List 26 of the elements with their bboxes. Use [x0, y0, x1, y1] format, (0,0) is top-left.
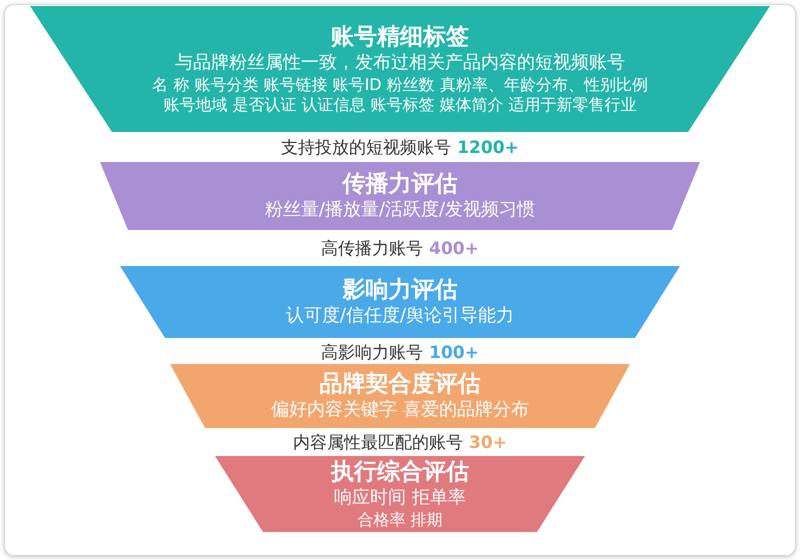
- band-title: 传播力评估: [342, 170, 458, 200]
- funnel-band: [120, 266, 680, 338]
- band-title: 账号精细标签: [331, 23, 469, 52]
- stage-label: 高传播力账号: [321, 238, 424, 260]
- band-subtitle: 偏好内容关键字 喜爱的品牌分布: [271, 399, 529, 422]
- account-count: 100+: [429, 343, 479, 363]
- stage-label: 高影响力账号: [321, 342, 424, 364]
- funnel-band: [170, 364, 630, 428]
- account-count: 400+: [429, 239, 479, 259]
- funnel-band: [30, 6, 770, 132]
- attribute-list: 账号地域 是否认证 认证信息 账号标签 媒体简介 适用于新零售行业: [163, 94, 637, 115]
- band-title: 品牌契合度评估: [320, 370, 480, 400]
- band-subtitle: 响应时间 拒单率: [334, 487, 466, 510]
- funnel-band: [100, 162, 700, 230]
- band-subtitle: 认可度/信任度/舆论引导能力: [286, 305, 514, 328]
- attribute-list: 合格率 排期: [357, 510, 443, 530]
- account-count: 30+: [469, 433, 507, 453]
- funnel-band: [215, 456, 585, 532]
- band-title: 执行综合评估: [331, 458, 469, 488]
- band-title: 影响力评估: [342, 276, 458, 306]
- stage-label: 内容属性最匹配的账号: [293, 432, 464, 454]
- band-subtitle: 与品牌粉丝属性一致，发布过相关产品内容的短视频账号: [175, 52, 625, 75]
- attribute-list: 名 称 账号分类 账号链接 账号ID 粉丝数 真粉率、年龄分布、性别比例: [152, 74, 648, 95]
- band-subtitle: 粉丝量/播放量/活跃度/发视频习惯: [264, 199, 536, 222]
- account-count: 1200+: [457, 138, 519, 158]
- stage-label: 支持投放的短视频账号: [281, 137, 452, 159]
